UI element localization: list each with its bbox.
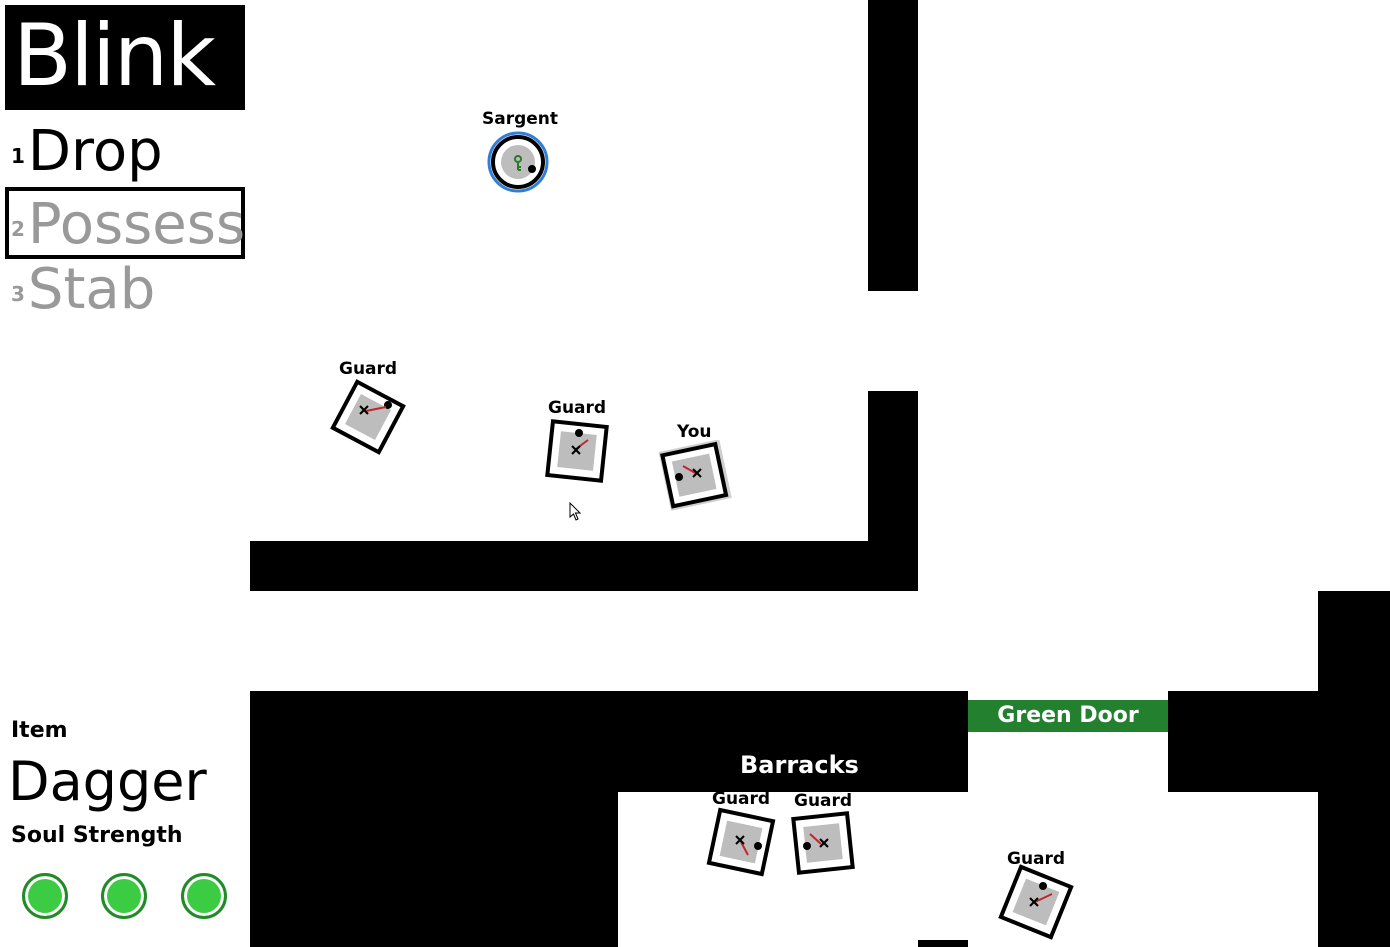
sargent-unit[interactable] bbox=[486, 130, 550, 194]
unit-label-guard: Guard bbox=[794, 791, 853, 811]
room-label-barracks: Barracks bbox=[740, 751, 859, 779]
game-title: Blink bbox=[5, 5, 245, 110]
unit-label-guard: Guard bbox=[548, 398, 607, 418]
wall-mid-horizontal bbox=[250, 541, 918, 591]
unit-label-you: You bbox=[677, 422, 712, 442]
guard-unit[interactable] bbox=[704, 805, 778, 879]
soul-orb-icon bbox=[181, 873, 227, 919]
ability-label: Possess bbox=[27, 192, 246, 257]
soul-strength-heading: Soul Strength bbox=[11, 823, 183, 848]
item-name: Dagger bbox=[8, 750, 207, 813]
guard-unit[interactable] bbox=[996, 862, 1076, 942]
wall-bottom-stub bbox=[918, 940, 968, 947]
guard-unit[interactable] bbox=[542, 416, 612, 486]
ability-key: 2 bbox=[11, 217, 25, 241]
ability-key: 3 bbox=[11, 282, 25, 306]
guard-unit[interactable] bbox=[328, 377, 408, 457]
soul-orb-icon bbox=[22, 873, 68, 919]
ability-drop[interactable]: 1Drop bbox=[5, 118, 245, 190]
wall-far-right bbox=[1318, 591, 1390, 947]
player-unit[interactable] bbox=[655, 440, 735, 512]
wall-lower-left-top bbox=[250, 691, 968, 792]
unit-label-sargent: Sargent bbox=[482, 109, 559, 129]
ability-possess[interactable]: 2Possess bbox=[5, 187, 245, 259]
ability-label: Stab bbox=[27, 257, 156, 322]
guard-unit[interactable] bbox=[788, 808, 858, 878]
ability-stab[interactable]: 3Stab bbox=[5, 256, 245, 328]
mouse-cursor-icon bbox=[569, 502, 582, 521]
unit-label-guard: Guard bbox=[1007, 849, 1066, 869]
item-heading: Item bbox=[11, 718, 68, 743]
wall-lower-right-top bbox=[1168, 691, 1318, 792]
soul-orb-icon bbox=[101, 873, 147, 919]
key-icon bbox=[514, 155, 522, 171]
wall-lower-left-block bbox=[250, 792, 618, 947]
green-door[interactable]: Green Door bbox=[968, 700, 1168, 732]
wall-upper-right-pillar bbox=[868, 0, 918, 291]
unit-label-guard: Guard bbox=[712, 789, 771, 809]
ability-label: Drop bbox=[27, 119, 163, 184]
unit-label-guard: Guard bbox=[339, 359, 398, 379]
ability-key: 1 bbox=[11, 144, 25, 168]
